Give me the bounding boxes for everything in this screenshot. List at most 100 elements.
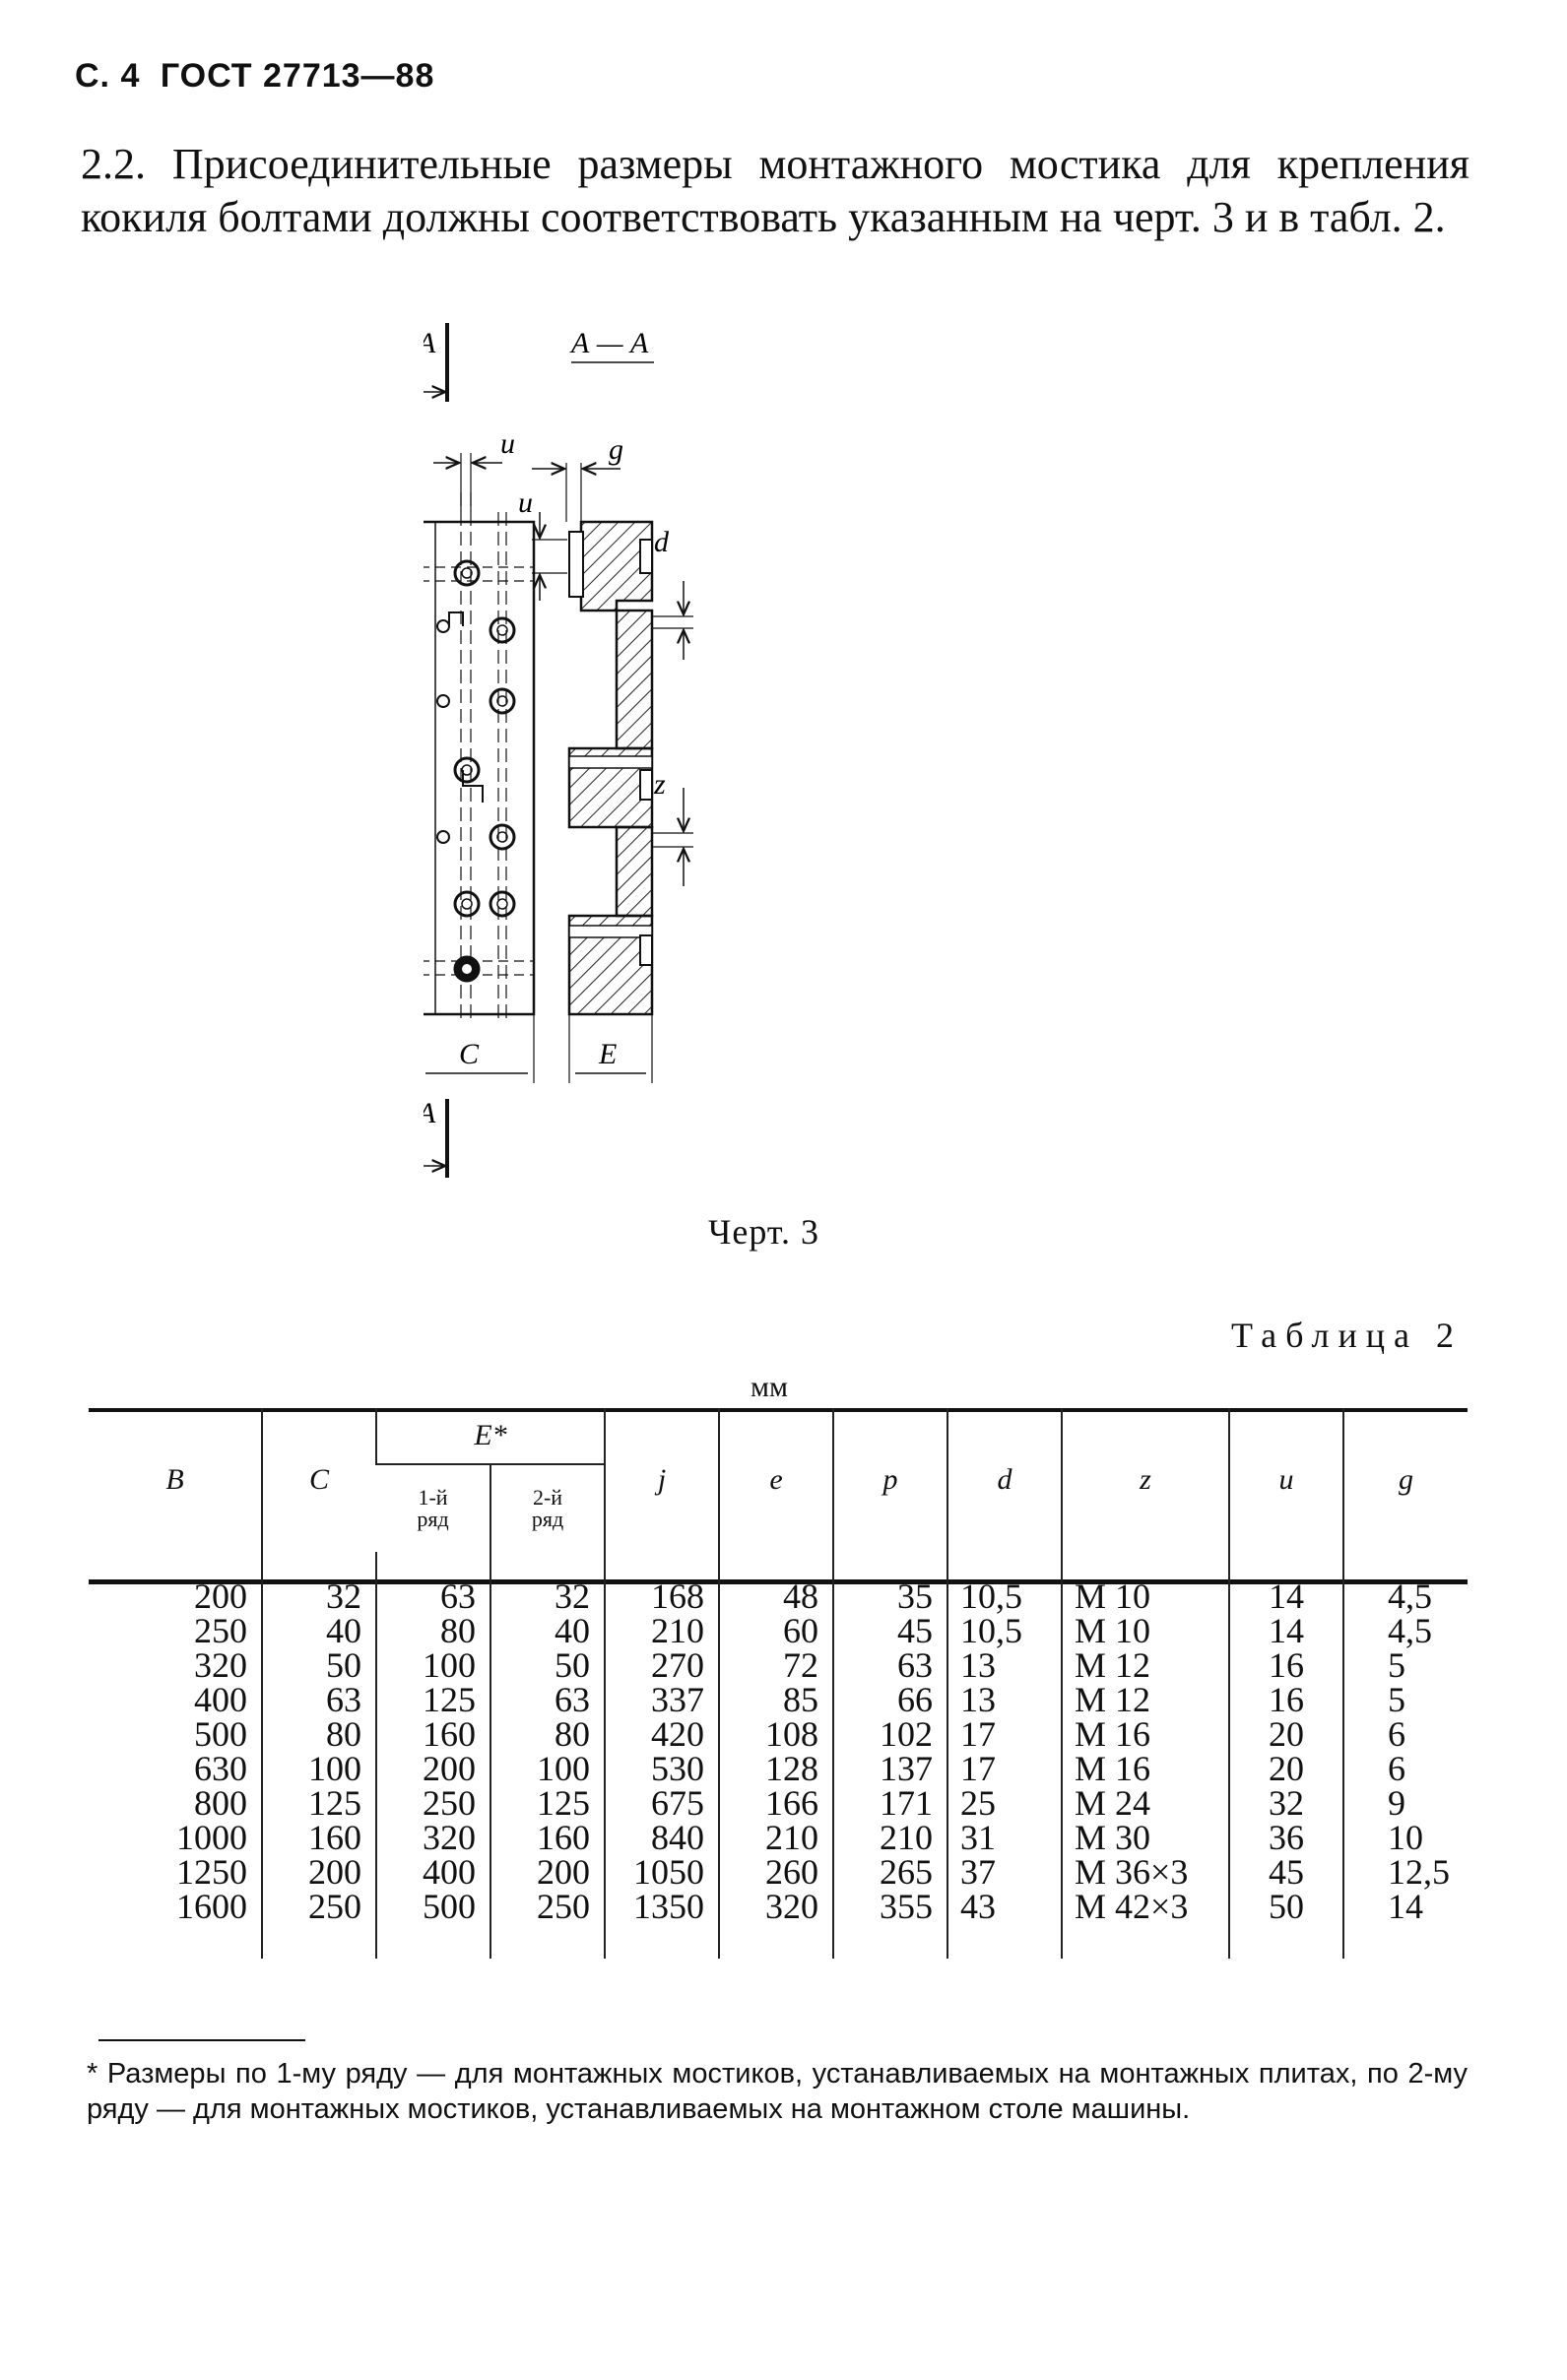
cell-j: 210 [604, 1613, 720, 1648]
figure-caption: Черт. 3 [0, 1211, 1567, 1253]
cell-value: 1050 [633, 1852, 705, 1892]
cell-g: 14 [1342, 1887, 1469, 1959]
cell-value: 320 [423, 1818, 476, 1857]
header-e-row2-line1: 2-й [532, 1485, 563, 1510]
cell-e2: 63 [489, 1682, 606, 1717]
cell-value: 160 [537, 1818, 591, 1857]
header-d: d [947, 1408, 1063, 1552]
cell-d: 25 [947, 1785, 1063, 1821]
table-spacer-row [89, 1552, 1469, 1579]
section-mark-bottom: А [424, 1097, 449, 1178]
cell-value: 100 [308, 1749, 361, 1788]
cell-value: 137 [880, 1749, 934, 1788]
cell-value: 48 [783, 1576, 819, 1616]
cell-b: 250 [89, 1613, 262, 1648]
cell-e: 166 [718, 1785, 834, 1821]
cell-u: 14 [1228, 1613, 1344, 1648]
section-view: g u d z E [518, 433, 693, 1083]
cell-value: 6 [1388, 1714, 1406, 1754]
cell-value: 320 [765, 1887, 819, 1926]
cell-e: 85 [718, 1680, 834, 1719]
front-view [424, 492, 536, 1024]
cell-c: 40 [261, 1611, 376, 1650]
cell-z: М 10 [1061, 1613, 1230, 1648]
cell-value: 630 [194, 1749, 247, 1788]
cell-value: 14 [1388, 1887, 1424, 1926]
cell-e2: 80 [489, 1714, 606, 1754]
cell-p: 66 [832, 1682, 948, 1717]
cell-e1: 160 [375, 1716, 490, 1752]
cell-g: 4,5 [1342, 1578, 1469, 1614]
cell-value: 125 [308, 1783, 361, 1823]
cell-value: 260 [765, 1852, 819, 1892]
cell-value: 17 [960, 1749, 997, 1788]
cell-e2: 200 [489, 1854, 606, 1890]
header-c: C [261, 1408, 376, 1552]
cell-value: 80 [440, 1611, 476, 1650]
cell-c: 100 [261, 1749, 376, 1788]
cell-value: 270 [651, 1645, 705, 1685]
cell-value: 100 [537, 1749, 591, 1788]
header-e-row1-line2: ряд [417, 1507, 449, 1531]
cell-j: 270 [604, 1645, 720, 1685]
cell-value: 85 [783, 1680, 819, 1719]
cell-g: 6 [1342, 1751, 1469, 1786]
cell-p: 35 [832, 1576, 948, 1616]
table-title: Таблица 2 [1231, 1316, 1463, 1355]
cell-e: 320 [718, 1887, 834, 1959]
cell-value: 4,5 [1388, 1611, 1433, 1650]
cell-value: М 16 [1075, 1749, 1151, 1788]
cell-j: 168 [604, 1578, 720, 1614]
cell-p: 45 [832, 1613, 948, 1648]
cell-b: 800 [89, 1783, 262, 1823]
footnote-rule [98, 2039, 305, 2041]
cell-u: 32 [1228, 1783, 1344, 1823]
cell-g: 6 [1342, 1714, 1469, 1754]
cell-value: 80 [555, 1714, 591, 1754]
cell-u: 16 [1228, 1682, 1344, 1717]
cell-value: 5 [1388, 1680, 1406, 1719]
cell-value: 17 [960, 1714, 997, 1754]
cell-value: 32 [1269, 1783, 1305, 1823]
cell-value: 250 [308, 1887, 361, 1926]
header-z: z [1061, 1408, 1230, 1552]
cell-value: 160 [308, 1818, 361, 1857]
cell-value: 125 [423, 1680, 476, 1719]
header-g: g [1342, 1408, 1469, 1552]
cell-value: 50 [555, 1645, 591, 1685]
cell-e1: 125 [375, 1680, 490, 1719]
cell-value: М 42×3 [1075, 1887, 1189, 1926]
cell-z: М 16 [1061, 1749, 1230, 1788]
cell-e2: 160 [489, 1818, 606, 1857]
cell-e1: 500 [375, 1889, 490, 1959]
cell-e1: 400 [375, 1854, 490, 1890]
cell-value: М 24 [1075, 1783, 1151, 1823]
cell-value: М 10 [1075, 1576, 1151, 1616]
cell-b: 200 [89, 1578, 262, 1614]
cell-p: 355 [832, 1889, 948, 1959]
cell-value: 40 [326, 1611, 361, 1650]
cell-e: 210 [718, 1820, 834, 1855]
cell-d: 43 [947, 1889, 1063, 1959]
cell-e2: 32 [489, 1578, 606, 1614]
cell-j: 337 [604, 1682, 720, 1717]
cell-value: 13 [960, 1680, 997, 1719]
cell-value: 800 [194, 1783, 247, 1823]
cell-z: М 10 [1061, 1576, 1230, 1616]
cell-value: 320 [194, 1645, 247, 1685]
cell-u: 14 [1228, 1578, 1344, 1614]
cell-j: 675 [604, 1785, 720, 1821]
cell-g: 5 [1342, 1680, 1469, 1719]
cell-j: 840 [604, 1820, 720, 1855]
cell-e1: 63 [375, 1578, 490, 1614]
cell-j: 530 [604, 1751, 720, 1786]
cell-g: 5 [1342, 1647, 1469, 1683]
cell-u: 50 [1228, 1889, 1344, 1959]
dim-label-c: C [459, 1038, 480, 1070]
cell-d: 10,5 [947, 1578, 1063, 1614]
cell-value: 35 [897, 1576, 934, 1616]
